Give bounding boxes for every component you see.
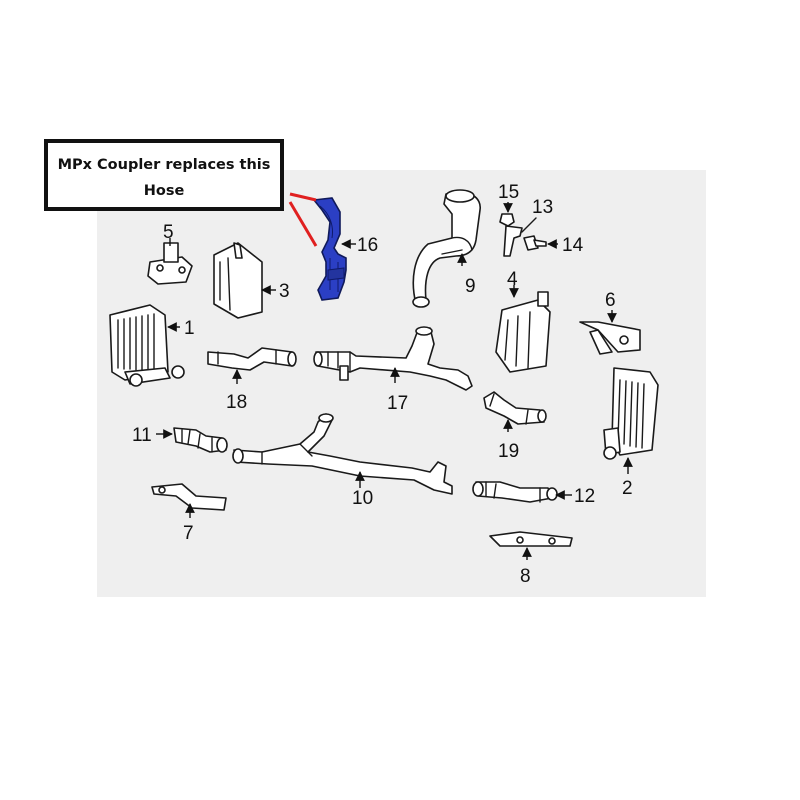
part-number-label: 7 — [183, 523, 194, 544]
tube-10[interactable]: 10 — [232, 413, 453, 509]
part-number-label: 3 — [279, 281, 290, 302]
diagram-panel — [97, 170, 706, 597]
hose-18[interactable]: 18 — [207, 347, 297, 413]
part-number-label: 16 — [357, 235, 378, 256]
part-number-label: 2 — [622, 478, 633, 499]
callout-text-line-2: Hose — [143, 183, 185, 199]
charge-air-cooler-left[interactable]: 1 — [109, 304, 195, 387]
part-number-label: 18 — [226, 392, 247, 413]
part-number-label: 19 — [498, 441, 519, 462]
bracket-13[interactable]: 13 — [503, 197, 553, 257]
part-number-label: 5 — [163, 222, 174, 243]
part-number-label: 17 — [387, 393, 408, 414]
hose-9[interactable]: 9 — [412, 189, 481, 308]
part-number-label: 14 — [562, 235, 584, 256]
callout-text-line-1: MPx Coupler replaces this — [57, 157, 271, 173]
tube-17[interactable]: 17 — [313, 326, 473, 414]
bracket-7[interactable]: 7 — [151, 483, 227, 544]
part-number-label: 6 — [605, 290, 616, 311]
part-number-label: 9 — [465, 276, 476, 297]
part-number-label: 1 — [184, 318, 195, 339]
callout-pointer — [288, 192, 318, 247]
part-number-label: 15 — [498, 182, 519, 203]
part-number-label: 11 — [132, 425, 152, 446]
hose-16-highlighted[interactable]: 16 — [312, 197, 378, 301]
hose-19[interactable]: 19 — [483, 391, 547, 462]
bracket-8[interactable]: 8 — [489, 531, 573, 587]
shroud-3[interactable]: 3 — [213, 242, 290, 319]
bolt-14[interactable]: 14 — [523, 235, 584, 256]
callout-box: MPx Coupler replaces this Hose — [44, 139, 284, 211]
hose-12[interactable]: 12 — [472, 481, 595, 507]
part-number-label: 4 — [507, 269, 518, 290]
charge-air-cooler-right[interactable]: 2 — [603, 367, 659, 499]
part-number-label: 10 — [352, 488, 373, 509]
part-number-label: 8 — [520, 566, 531, 587]
part-number-label: 13 — [532, 197, 553, 218]
bracket-6[interactable]: 6 — [579, 290, 641, 355]
bracket-5[interactable]: 5 — [147, 222, 193, 285]
shroud-4[interactable]: 4 — [495, 269, 551, 373]
hose-11[interactable]: 11 — [132, 425, 228, 453]
part-number-label: 12 — [574, 486, 595, 507]
nut-15[interactable]: 15 — [498, 182, 519, 227]
